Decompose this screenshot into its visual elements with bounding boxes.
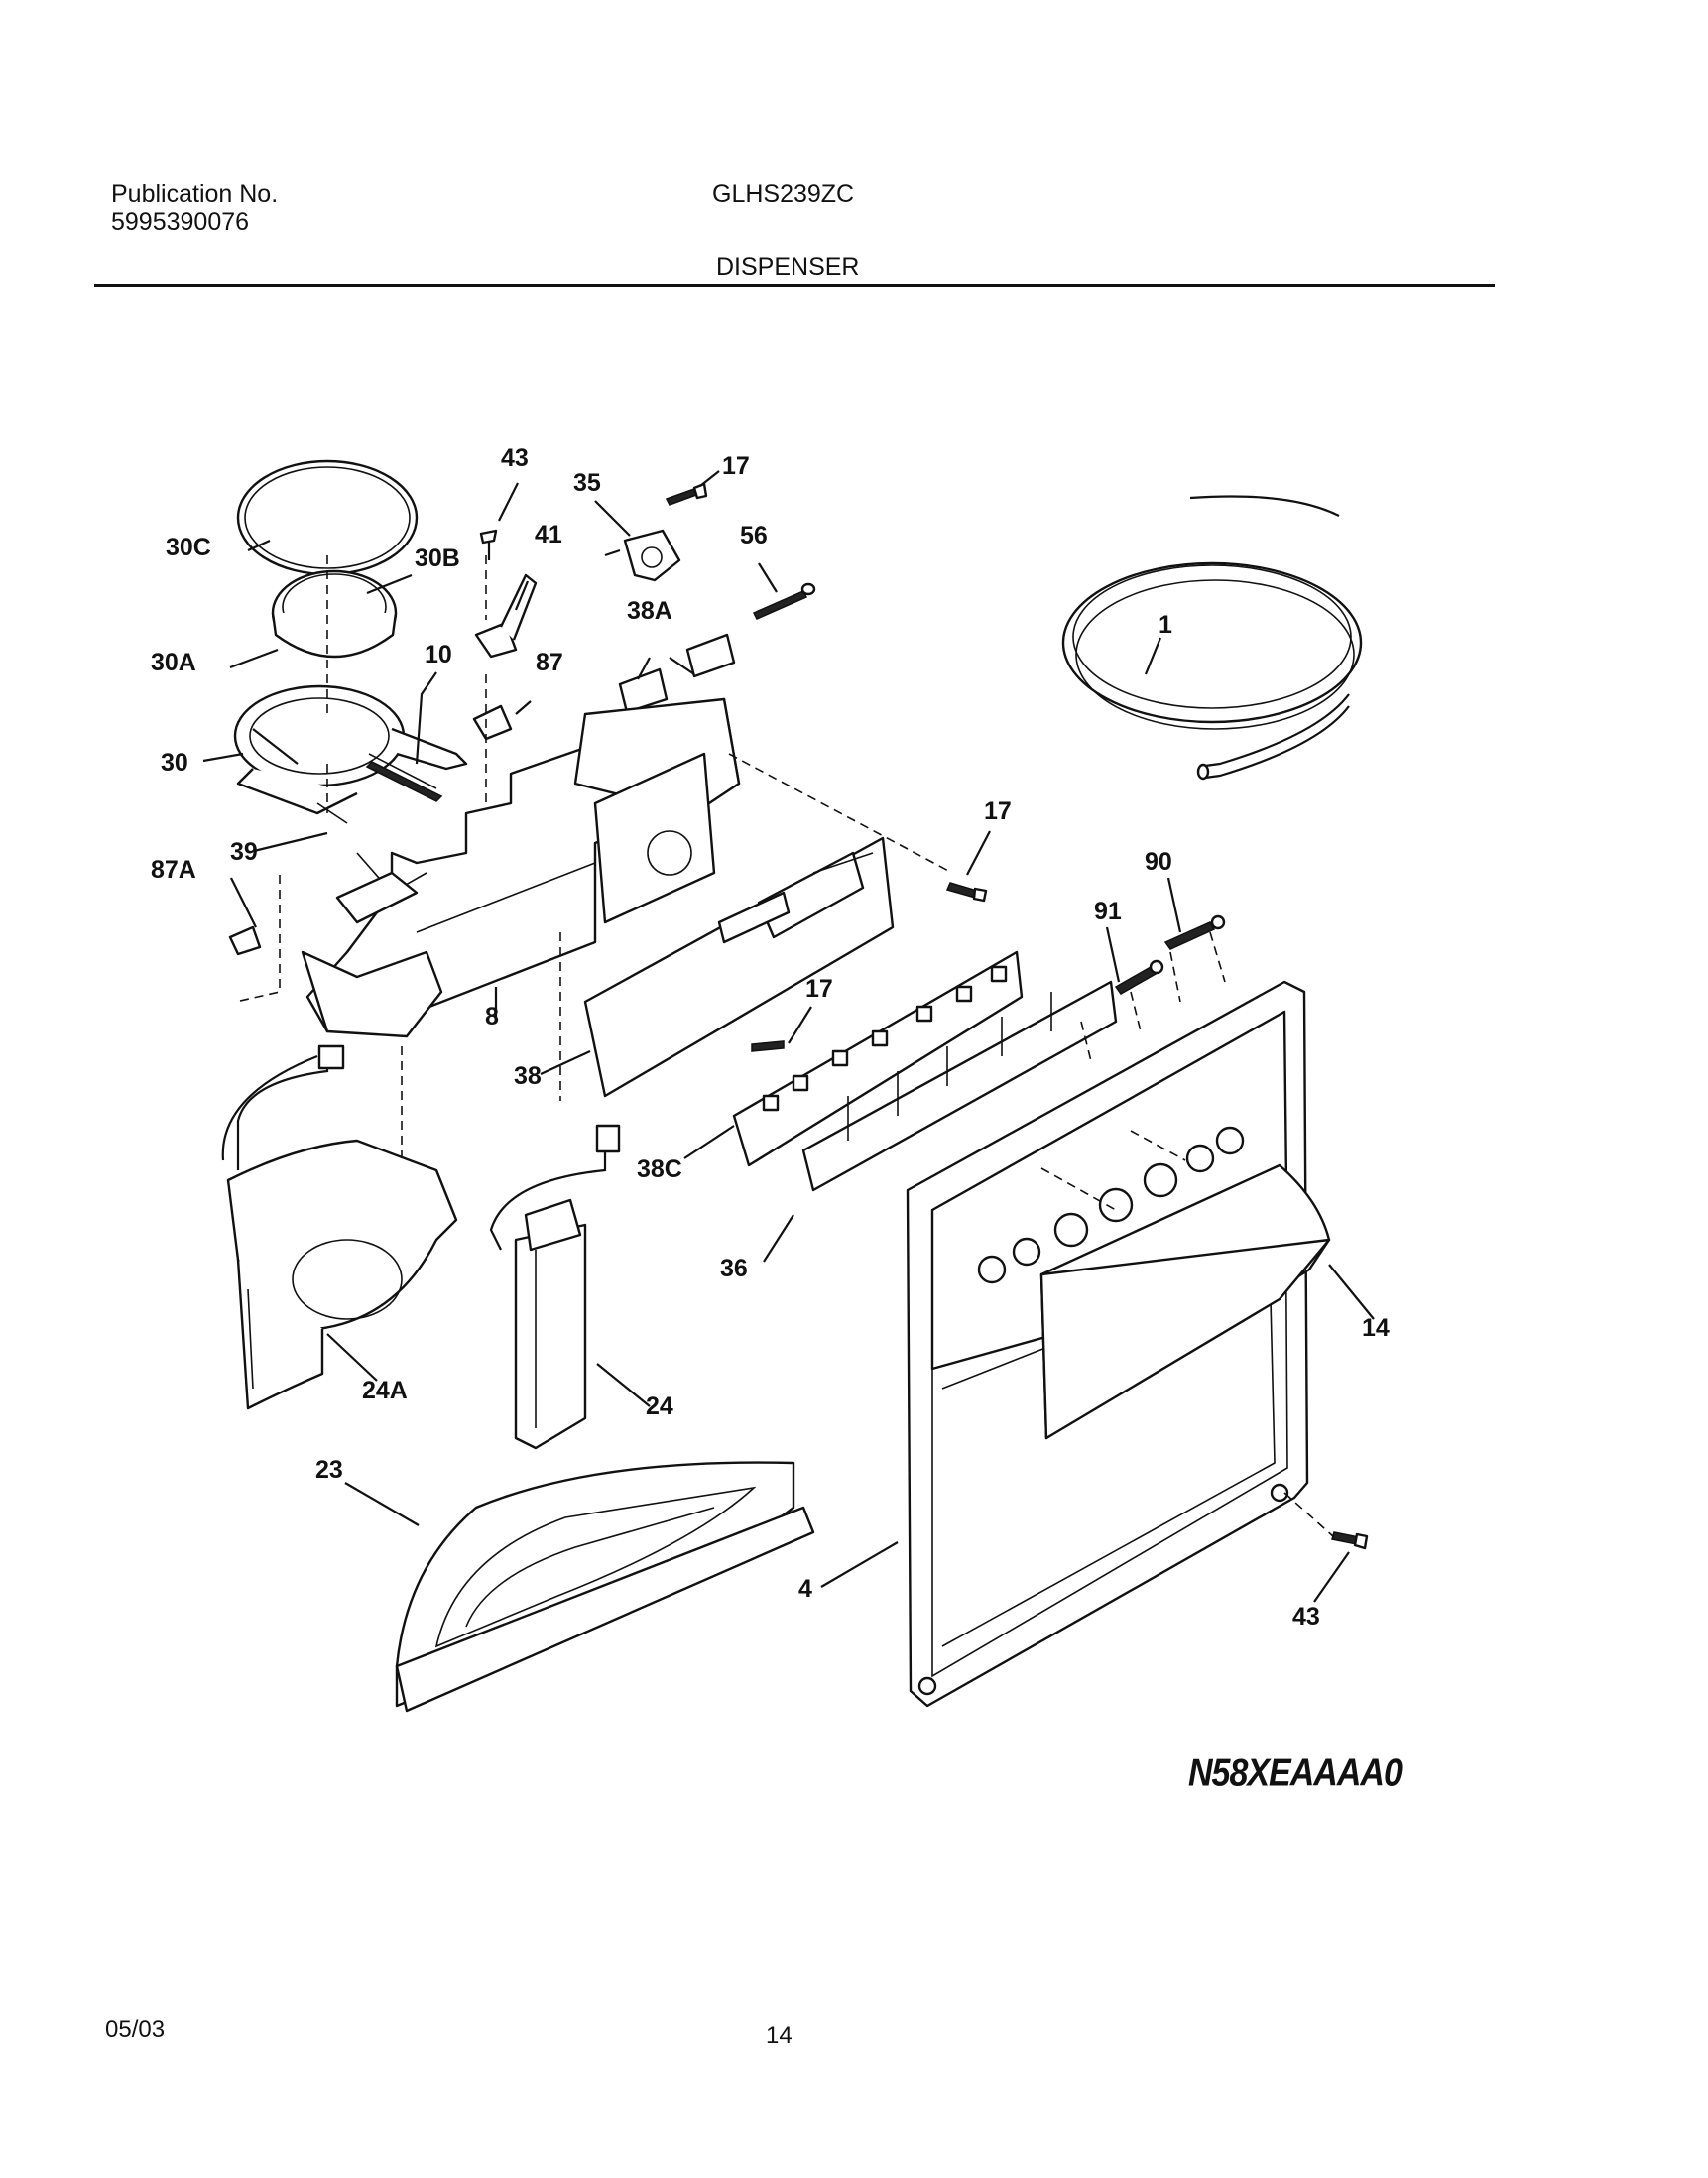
callout-87A: 87A <box>151 856 196 884</box>
part-43-screw <box>479 529 498 560</box>
part-87-clip <box>472 704 513 741</box>
part-43-screw-bottom <box>1331 1531 1369 1550</box>
part-8-housing <box>301 697 741 1038</box>
callout-56: 56 <box>740 522 768 549</box>
part-38C-board <box>732 950 1024 1167</box>
part-38-control-board <box>583 836 895 1098</box>
callout-43b: 43 <box>1292 1603 1320 1631</box>
callout-30C: 30C <box>166 534 211 561</box>
callout-17b: 17 <box>984 797 1012 825</box>
part-17-screw-top <box>665 482 708 506</box>
callout-39: 39 <box>230 838 258 866</box>
part-90-lever <box>1163 914 1226 950</box>
part-1-tubing-coil <box>1061 495 1363 781</box>
section-title: DISPENSER <box>716 253 860 281</box>
callout-30B: 30B <box>415 544 460 572</box>
part-91-lever <box>1114 959 1164 995</box>
part-24A-ice-chute <box>221 1044 458 1410</box>
callout-38: 38 <box>514 1062 542 1090</box>
model-number: GLHS239ZC <box>712 181 855 208</box>
callout-14: 14 <box>1362 1314 1390 1342</box>
callout-17: 17 <box>722 452 750 480</box>
part-87A-clip <box>228 925 262 956</box>
publication-label: Publication No. <box>111 181 279 208</box>
callout-38C: 38C <box>637 1155 682 1183</box>
part-36-button-holder <box>801 980 1118 1192</box>
callout-labels: 30C 43 35 17 56 41 30B 38A 1 30A 10 87 3… <box>151 444 1390 1631</box>
part-30-door <box>233 684 468 824</box>
footer-page-number: 14 <box>766 2022 793 2049</box>
callout-10: 10 <box>425 641 452 668</box>
part-30C-gasket <box>236 459 419 576</box>
part-23-drip-tray <box>395 1461 815 1713</box>
part-17-screw-middle <box>751 1040 785 1052</box>
callout-4: 4 <box>798 1575 812 1603</box>
callout-17c: 17 <box>805 975 833 1003</box>
part-38A-switches <box>618 633 736 714</box>
header-rule <box>94 284 1495 287</box>
part-35-actuator <box>604 529 681 582</box>
part-24-water-chute <box>489 1124 621 1450</box>
callout-38A: 38A <box>627 597 672 625</box>
callout-30A: 30A <box>151 649 196 676</box>
callout-90: 90 <box>1145 848 1172 876</box>
callout-36: 36 <box>720 1255 748 1282</box>
part-17-screw-right <box>945 882 988 903</box>
callout-43: 43 <box>501 444 529 472</box>
callout-24A: 24A <box>362 1377 408 1404</box>
callout-24: 24 <box>646 1392 673 1420</box>
diagram-code: N58XEAAAA0 <box>1188 1752 1403 1795</box>
callout-1: 1 <box>1159 611 1172 639</box>
part-14-panel <box>1039 1163 1331 1440</box>
leader-lines <box>202 470 1375 1603</box>
callout-35: 35 <box>573 469 601 497</box>
callout-8: 8 <box>485 1003 499 1030</box>
part-30B-cap <box>271 569 398 659</box>
footer-date: 05/03 <box>105 2016 166 2043</box>
callout-91: 91 <box>1094 898 1122 925</box>
callout-23: 23 <box>315 1456 343 1484</box>
part-41-bracket <box>474 573 538 659</box>
publication-number: 5995390076 <box>111 208 250 236</box>
part-56-pin <box>752 582 816 620</box>
callout-41: 41 <box>535 521 562 548</box>
callout-30: 30 <box>161 749 188 777</box>
callout-87: 87 <box>536 649 563 676</box>
